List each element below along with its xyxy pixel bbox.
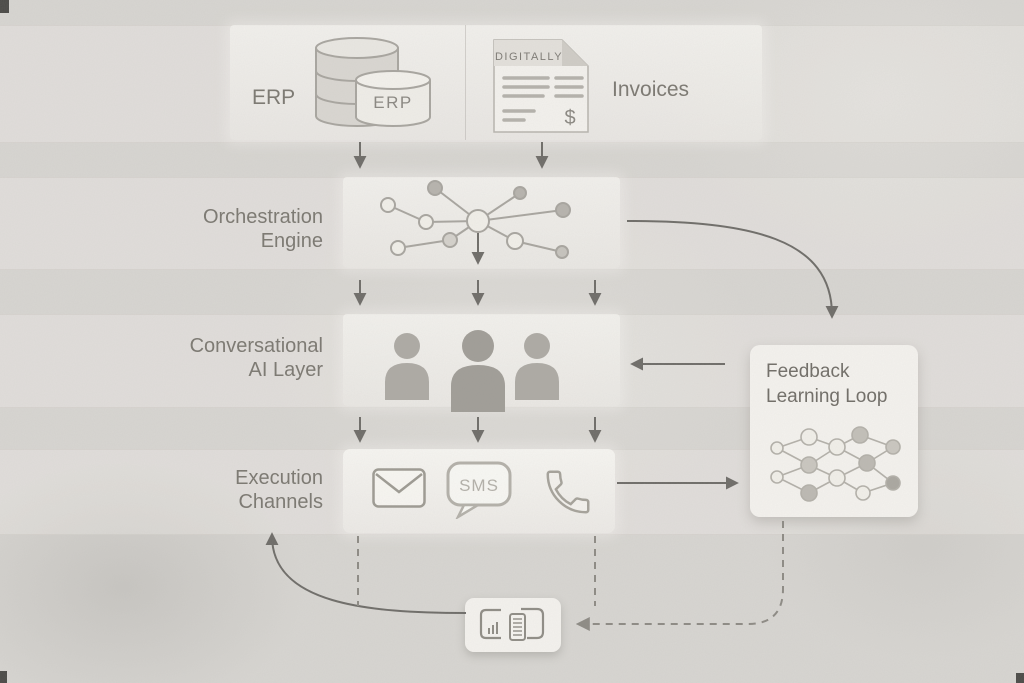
erp-cylinder-label: ERP: [373, 93, 412, 112]
orchestration-engine-label: Orchestration Engine: [148, 205, 323, 253]
phone-icon: [546, 470, 590, 514]
scan-corner-mark: [0, 0, 9, 13]
execution-label-line1: Execution: [235, 467, 323, 489]
dashed-feedback-to-device: [575, 521, 784, 631]
scan-corner-mark: [1016, 673, 1024, 683]
network-hub-icon: [380, 180, 571, 259]
database-icon: ERP: [315, 37, 431, 127]
orchestration-label-line2: Engine: [260, 230, 323, 252]
invoice-header-text: DIGITALLY: [495, 51, 563, 63]
conversational-ai-layer-label: Conversational AI Layer: [148, 334, 323, 382]
sms-badge-text: SMS: [459, 476, 499, 495]
invoices-label-text: Invoices: [612, 78, 690, 101]
scan-corner-mark: [0, 671, 7, 683]
erp-label: ERP: [252, 86, 295, 110]
orchestration-label-line1: Orchestration: [202, 206, 323, 228]
invoice-currency-symbol: $: [564, 107, 575, 129]
execution-channels-label: Execution Channels: [148, 466, 323, 514]
conversational-label-line1: Conversational: [189, 335, 323, 357]
email-icon: [372, 468, 426, 508]
invoice-document-icon: DIGITALLY $: [493, 39, 589, 133]
people-icon: [385, 330, 559, 412]
conversational-label-line2: AI Layer: [248, 359, 323, 381]
invoices-label: Invoices: [612, 78, 689, 102]
feedback-label-line2: Learning Loop: [766, 386, 888, 407]
execution-label-line2: Channels: [238, 491, 323, 513]
arrow-device-to-exec: [265, 532, 467, 614]
devices-icon: [479, 607, 545, 641]
neural-network-icon: [770, 426, 901, 502]
sms-icon: SMS: [446, 461, 512, 519]
feedback-learning-loop-label: Feedback Learning Loop: [766, 359, 888, 409]
feedback-label-line1: Feedback: [766, 361, 850, 382]
erp-label-text: ERP: [252, 86, 296, 109]
band-divider: [465, 25, 466, 140]
